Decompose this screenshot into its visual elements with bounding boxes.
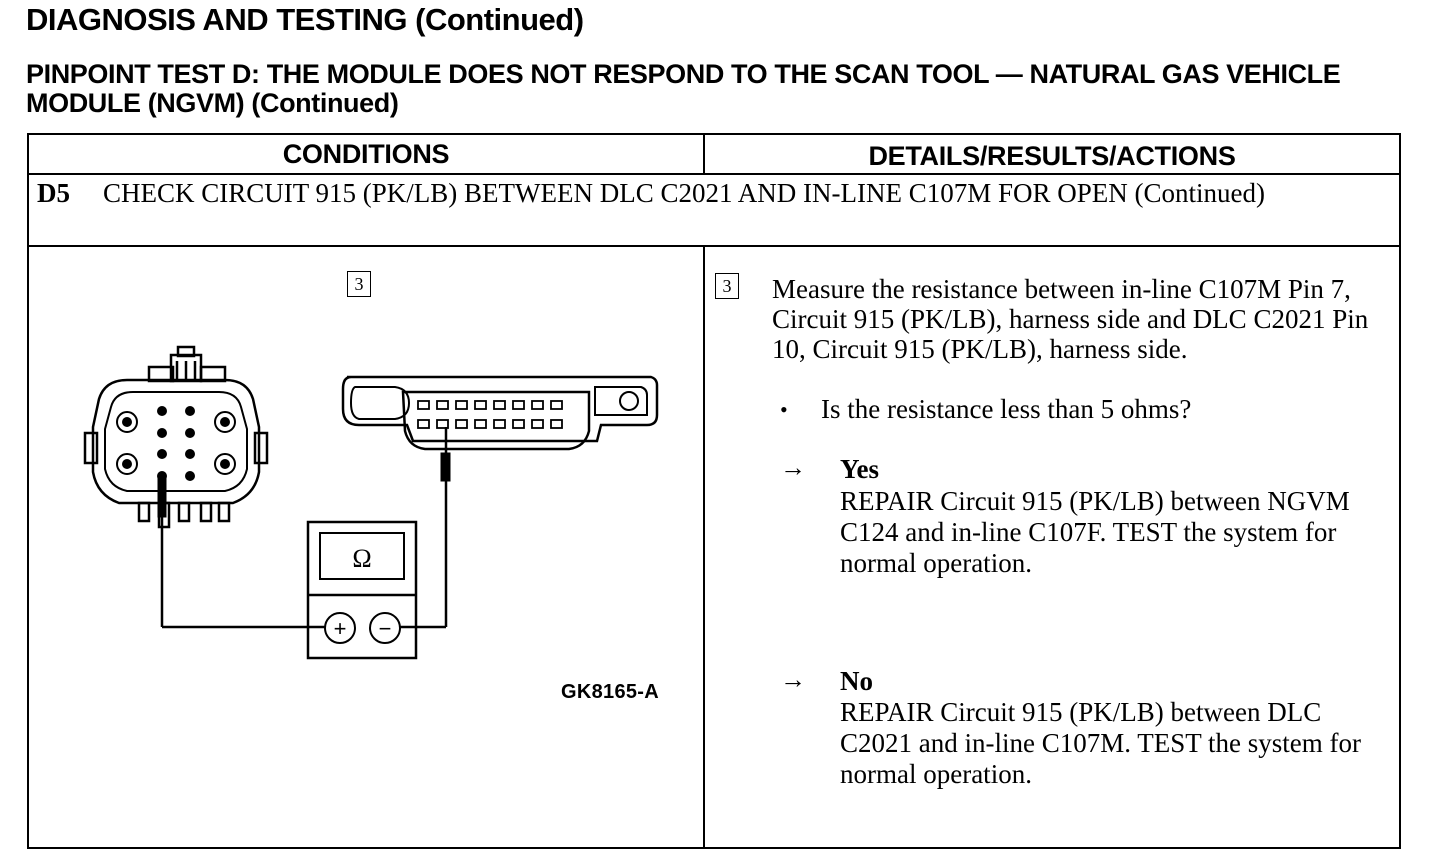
measure-instruction: Measure the resistance between in-line C…: [772, 274, 1369, 364]
pinpoint-test-title: PINPOINT TEST D: THE MODULE DOES NOT RES…: [26, 59, 1341, 118]
round-connector-icon: [83, 345, 269, 529]
conditions-header: CONDITIONS: [282, 138, 450, 169]
step-row: D5 CHECK CIRCUIT 915 (PK/LB) BETWEEN DLC…: [29, 175, 1399, 247]
wiring-diagram: Ω + −: [83, 345, 659, 660]
details-cell: 3 Measure the resistance between in-line…: [705, 247, 1399, 847]
no-action: REPAIR Circuit 915 (PK/LB) between DLC C…: [840, 697, 1361, 789]
header-divider: [703, 135, 705, 173]
table-header-row: CONDITIONS DETAILS/RESULTS/ACTIONS: [29, 135, 1399, 175]
plus-terminal: +: [334, 616, 347, 641]
details-header: DETAILS/RESULTS/ACTIONS: [868, 140, 1236, 171]
no-arrow-icon: →: [780, 665, 806, 694]
yes-label: Yes: [840, 454, 879, 484]
no-label: No: [840, 666, 873, 696]
step-title: CHECK CIRCUIT 915 (PK/LB) BETWEEN DLC C2…: [103, 178, 1265, 208]
figure-code: GK8165-A: [561, 681, 659, 703]
body-divider: [703, 247, 705, 849]
ohmmeter-icon: [306, 520, 418, 660]
obd-dlc-connector-icon: [341, 375, 659, 451]
test-question: Is the resistance less than 5 ohms?: [821, 394, 1192, 424]
dlc-probe: [440, 427, 451, 627]
connector-probe: [157, 476, 167, 627]
test-table: CONDITIONS DETAILS/RESULTS/ACTIONS D5 CH…: [27, 133, 1401, 849]
connector-pins: [122, 406, 230, 481]
minus-terminal: −: [379, 616, 392, 641]
bullet-icon: •: [780, 397, 788, 422]
action-step-number: 3: [715, 273, 739, 299]
page-title: DIAGNOSIS AND TESTING (Continued): [26, 2, 584, 37]
diagram-step-number: 3: [347, 271, 371, 297]
ohm-symbol: Ω: [352, 544, 371, 573]
step-id: D5: [37, 178, 70, 208]
yes-arrow-icon: →: [780, 453, 806, 482]
conditions-cell: Ω + − 3 GK8165-A: [29, 247, 703, 847]
yes-action: REPAIR Circuit 915 (PK/LB) between NGVM …: [840, 486, 1350, 578]
dlc-pins: [417, 400, 563, 429]
